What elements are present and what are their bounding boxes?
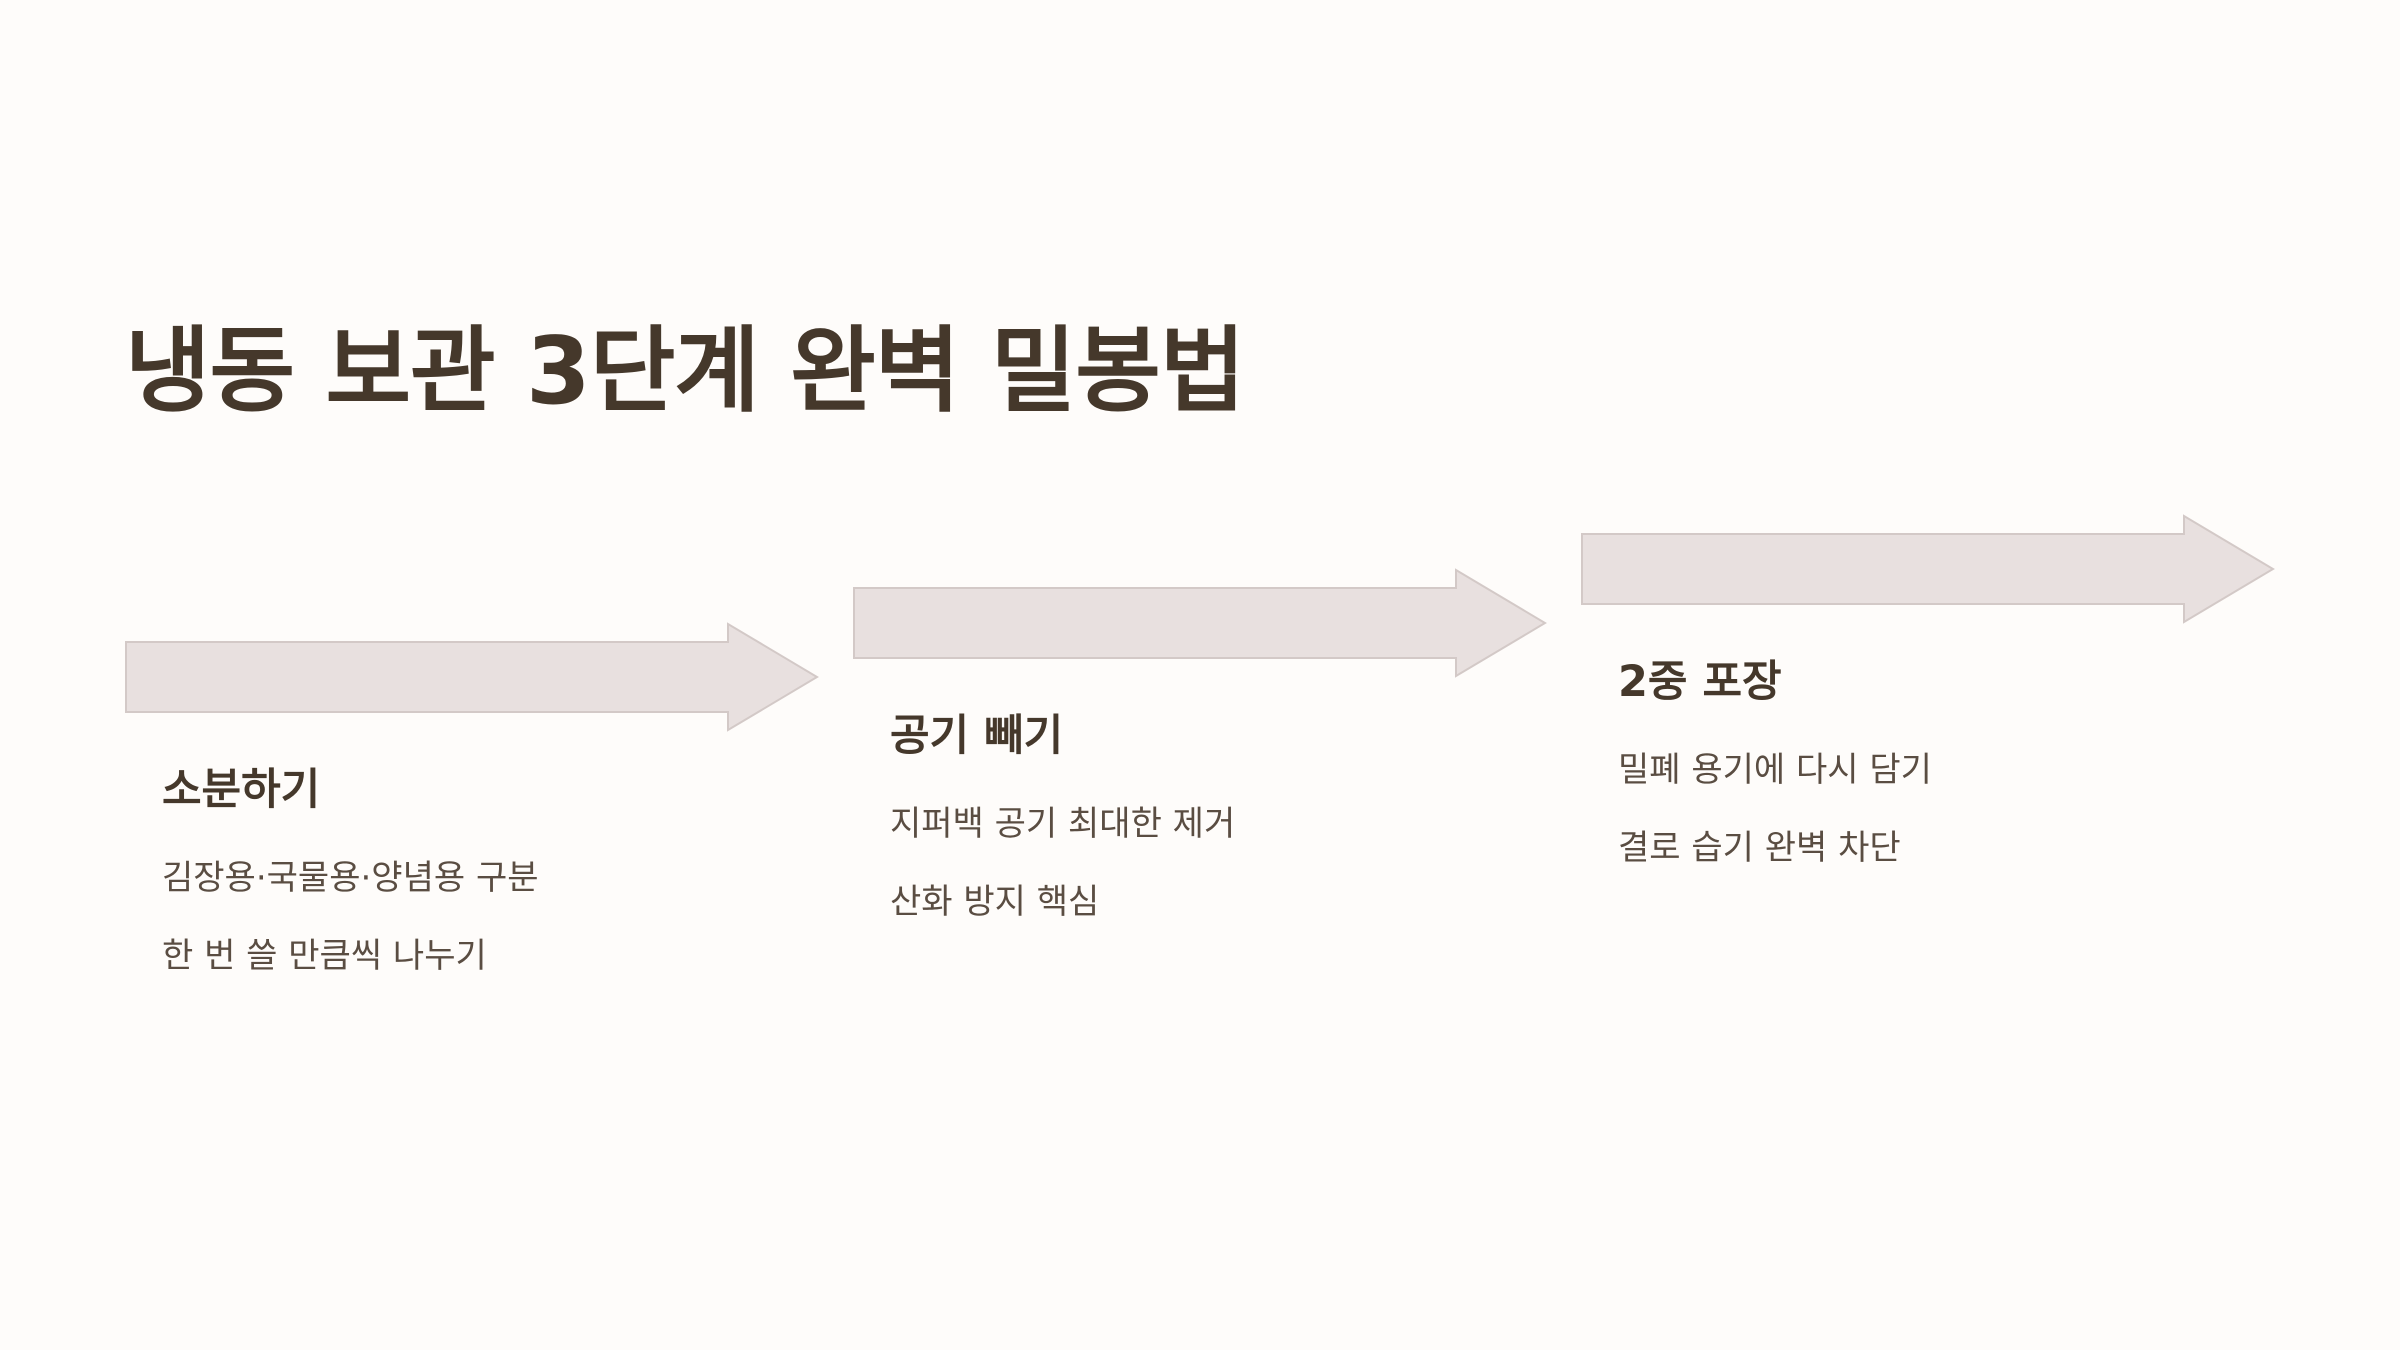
step-3: 2중 포장 밀폐 용기에 다시 담기 결로 습기 완벽 차단 [1618,657,2258,887]
step-1-line-1: 김장용·국물용·양념용 구분 [162,857,539,898]
step-3-line-1: 밀폐 용기에 다시 담기 [1618,749,1932,790]
page-title: 냉동 보관 3단계 완벽 밀봉법 [125,317,1245,425]
step-1: 소분하기 김장용·국물용·양념용 구분 한 번 쓸 만큼씩 나누기 [162,765,802,995]
step-1-line-2: 한 번 쓸 만큼씩 나누기 [162,935,487,976]
step-2-title: 공기 빼기 [890,711,1064,761]
step-3-arrow [1581,514,2275,624]
step-1-arrow [125,622,819,732]
step-3-line-2: 결로 습기 완벽 차단 [1618,827,1901,868]
step-3-title: 2중 포장 [1618,657,1782,707]
step-2-arrow [853,568,1547,678]
step-2: 공기 빼기 지퍼백 공기 최대한 제거 산화 방지 핵심 [890,711,1530,941]
step-2-line-1: 지퍼백 공기 최대한 제거 [890,803,1236,844]
step-1-title: 소분하기 [162,765,321,815]
step-2-line-2: 산화 방지 핵심 [890,881,1100,922]
